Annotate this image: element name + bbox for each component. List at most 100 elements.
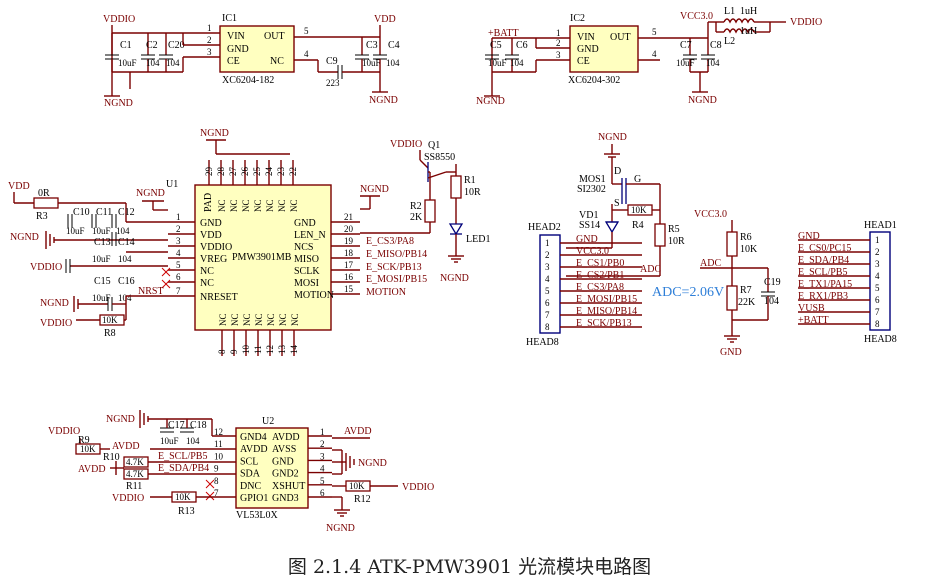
- ngnd-label-u2-right: NGND: [358, 458, 387, 469]
- u2-left-pin-label: GPIO1: [240, 493, 268, 504]
- u1-left-pin-number: 4: [176, 248, 181, 258]
- figure-caption: 图 2.1.4 ATK-PMW3901 光流模块电路图: [287, 556, 652, 578]
- head1-pin-net: E_SDA/PB4: [798, 255, 849, 266]
- u1-bottom-pin-number: 14: [289, 345, 299, 355]
- r12-val: 10K: [349, 481, 365, 491]
- u1-left-pin-label: VREG: [200, 254, 227, 265]
- c10-val: 10uF: [66, 226, 85, 236]
- u1-right-pin-label: MISO: [294, 254, 319, 265]
- c-nrst-val1: 10uF: [92, 293, 111, 303]
- vddio-label-u2-gpio: VDDIO: [112, 493, 144, 504]
- u2-sig-scl: E_SCL/PB5: [158, 451, 207, 462]
- c5-val: 10uF: [488, 58, 507, 68]
- l1-ref: L1: [724, 6, 735, 17]
- q1-ref: Q1: [428, 140, 440, 151]
- q1-section: VDDIO Q1 SS8550 R2 2K R1 10R LED1 NGND: [390, 139, 490, 284]
- u2-left-pin-number: 9: [214, 464, 219, 474]
- head1-pin-net: E_RX1/PB3: [798, 291, 848, 302]
- head2-pin-net: E_SCK/PB13: [576, 318, 632, 329]
- r8-ref: R8: [104, 328, 116, 339]
- ic1-pn1: 1: [207, 23, 212, 33]
- vddio-label-q1: VDDIO: [390, 139, 422, 150]
- r7-val: 22K: [738, 297, 756, 308]
- u2-right-pin-label: GND: [272, 456, 294, 467]
- u1-left-pin-label: VDD: [200, 230, 222, 241]
- adc-value: ADC=2.06V: [652, 285, 724, 300]
- u1-sig-miso: E_MISO/PB14: [366, 249, 427, 260]
- vddio-label-u2-right: VDDIO: [402, 482, 434, 493]
- adc-label-divider: ADC: [700, 258, 721, 269]
- vddio-label-top-right: VDDIO: [790, 17, 822, 28]
- c17-val: 10uF: [160, 436, 179, 446]
- adc-label-mos: ADC: [640, 264, 661, 275]
- r13-val: 10K: [175, 492, 191, 502]
- resistor-r1: [450, 175, 462, 199]
- u1-bottom-nc-label: NC: [254, 313, 264, 326]
- head2-pin-number: 5: [545, 286, 550, 296]
- u2-ref: U2: [262, 416, 274, 427]
- led1-ref: LED1: [466, 234, 490, 245]
- vd1-part: SS14: [579, 220, 600, 231]
- u1-right-pin-number: 16: [344, 272, 354, 282]
- c1-ref: C1: [120, 40, 132, 51]
- u1-right-pin-label: GND: [294, 218, 316, 229]
- head2-pin-number: 6: [545, 298, 550, 308]
- head2-pin-number: 4: [545, 274, 550, 284]
- c7-val: 10uF: [676, 58, 695, 68]
- u2-left-pin-number: 7: [214, 488, 219, 498]
- cap-c5: C5 10uF: [485, 40, 507, 68]
- u2-left-pin-label: AVDD: [240, 444, 268, 455]
- batt-label: +BATT: [488, 28, 519, 39]
- ic1-pin-ce: CE: [227, 56, 240, 67]
- ic2-pin-ce: CE: [577, 56, 590, 67]
- l1-val: 1uH: [740, 6, 757, 17]
- u1-bottom-nc-label: NC: [278, 313, 288, 326]
- ic1-section: VDDIO NGND C1 10uF C2 104 C20 104: [103, 13, 400, 109]
- u1-left-pin-number: 6: [176, 272, 181, 282]
- u1-bottom-nc-label: NC: [290, 313, 300, 326]
- head1-ref: HEAD1: [864, 220, 897, 231]
- resistor-r7: [726, 285, 738, 311]
- head1-pin-net: E_CS0/PC15: [798, 243, 851, 254]
- head2-pin-net: E_CS3/PA8: [576, 282, 624, 293]
- u2-right-pin-number: 3: [320, 451, 325, 461]
- nrst-label: NRST: [138, 286, 164, 297]
- u2-left-pin-number: 8: [214, 476, 219, 486]
- r6-val: 10K: [740, 244, 758, 255]
- ic1-pin-gnd: GND: [227, 44, 249, 55]
- c20-ref: C20: [168, 40, 185, 51]
- head1-pin-net: GND: [798, 231, 820, 242]
- ngnd-label-led: NGND: [440, 273, 469, 284]
- c9-ref: C9: [326, 56, 338, 67]
- vdd-label-ic1: VDD: [374, 14, 396, 25]
- r2-ref: R2: [410, 201, 422, 212]
- cap-c13: C13 C14: [94, 232, 135, 248]
- u1-bottom-nc-label: NC: [266, 313, 276, 326]
- u1-sig-mosi: E_MOSI/PB15: [366, 274, 427, 285]
- r5-val: 10R: [668, 236, 685, 247]
- head2-pin-number: 2: [545, 250, 550, 260]
- u2-right-pin-number: 5: [320, 476, 325, 486]
- u2-right-pin-label: GND3: [272, 493, 299, 504]
- ic2-pn4: 4: [652, 49, 657, 59]
- u1-ref: U1: [166, 179, 178, 190]
- head1-pin-number: 6: [875, 295, 880, 305]
- r11-val: 4.7K: [126, 469, 144, 479]
- r11-ref: R11: [126, 481, 142, 492]
- vddio-label: VDDIO: [103, 14, 135, 25]
- c8-val: 104: [706, 58, 720, 68]
- head1-pin-number: 8: [875, 319, 880, 329]
- c15-val: 10uF: [92, 254, 111, 264]
- cap-c15-c16: 10uF 104 C15 C16: [92, 254, 135, 287]
- ngnd-label-u1-top: NGND: [200, 128, 229, 139]
- cap-c2: C2 104: [141, 33, 160, 72]
- u1-top-nc-label: NC: [229, 199, 239, 212]
- u1-bottom-pin-number: 11: [253, 345, 263, 354]
- head2-pin-net: GND: [576, 234, 598, 245]
- u2-left-pin-label: SCL: [240, 456, 258, 467]
